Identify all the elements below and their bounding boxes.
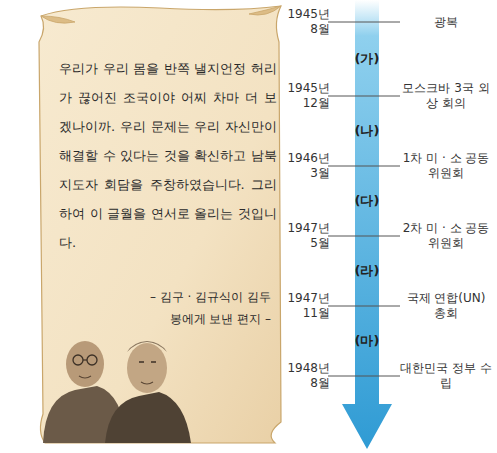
- letter-source: – 김구 · 김규식이 김두봉에게 보낸 편지 –: [145, 286, 271, 330]
- event-label: 모스크바 3국 외상 회의: [400, 81, 492, 111]
- tick-line: [328, 236, 400, 237]
- timeline-arrow: (가) (나) (다) (라) (마): [339, 0, 395, 450]
- tick-line: [328, 376, 400, 377]
- event-label: 광복: [400, 15, 492, 30]
- date-label: 1945년 12월: [286, 81, 330, 111]
- portrait-photo: [43, 341, 191, 443]
- event-label: 국제 연합(UN) 총회: [400, 291, 492, 321]
- date-label: 1946년 3월: [286, 151, 330, 181]
- period-label: (다): [339, 193, 395, 209]
- tick-line: [328, 306, 400, 307]
- arrow-bar: [339, 0, 395, 450]
- paper-curl: [41, 6, 281, 23]
- period-label: (가): [339, 51, 395, 67]
- letter-body: 우리가 우리 몸을 반쪽 낼지언정 허리가 끊어진 조국이야 어찌 차마 더 보…: [59, 54, 277, 257]
- timeline-shaft: [342, 0, 392, 449]
- date-label: 1947년 11월: [286, 291, 330, 321]
- event-label: 1차 미 · 소 공동 위원회: [400, 151, 492, 181]
- period-label: (마): [339, 333, 395, 349]
- event-label: 대한민국 정부 수립: [400, 361, 492, 391]
- date-label: 1948년 8월: [286, 361, 330, 391]
- tick-line: [328, 22, 400, 23]
- paper-sheet: [39, 6, 281, 443]
- period-label: (라): [339, 263, 395, 279]
- tick-line: [328, 96, 400, 97]
- period-label: (나): [339, 123, 395, 139]
- tick-line: [328, 166, 400, 167]
- event-label: 2차 미 · 소 공동 위원회: [400, 221, 492, 251]
- date-label: 1945년 8월: [286, 7, 330, 37]
- letter-paper: 우리가 우리 몸을 반쪽 낼지언정 허리가 끊어진 조국이야 어찌 차마 더 보…: [35, 2, 286, 445]
- date-label: 1947년 5월: [286, 221, 330, 251]
